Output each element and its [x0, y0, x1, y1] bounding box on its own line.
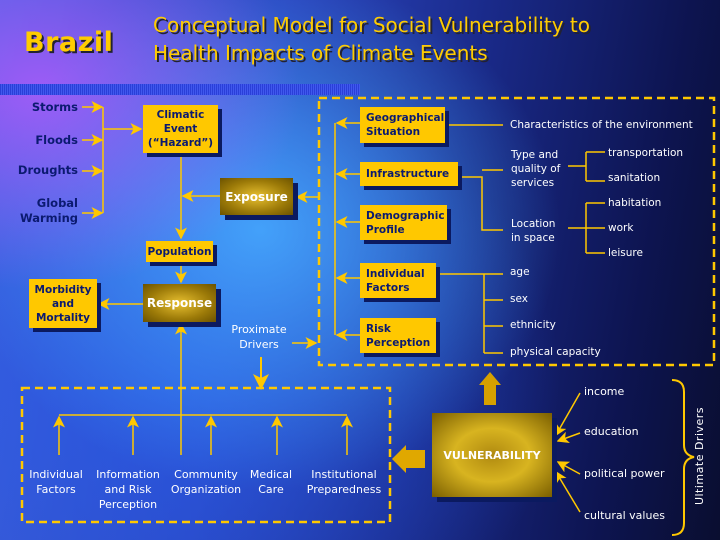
response-factor-community: Community Organization — [170, 468, 242, 496]
transportation-label: transportation — [608, 147, 684, 159]
connector-line — [436, 273, 503, 354]
habitation-label: habitation — [608, 197, 662, 209]
ultimate-cultural-values: cultural values — [584, 509, 665, 522]
page-title: Conceptual Model for Social Vulnerabilit… — [153, 11, 590, 67]
connector-line — [556, 461, 581, 475]
age-label: age — [510, 266, 530, 278]
environment-label: Characteristics of the environment — [510, 119, 693, 131]
response-group-frame — [20, 386, 392, 524]
ultimate-income: income — [584, 385, 625, 398]
connector-line — [568, 151, 605, 182]
geographical-situation-box: Geographical Situation — [360, 107, 445, 143]
hazard-floods: Floods — [35, 133, 78, 147]
response-factor-individual: Individual Factors — [29, 468, 83, 496]
title-line-2: Health Impacts of Climate Events — [153, 41, 488, 65]
location-label: Location in space — [511, 218, 556, 244]
vulnerability-left-arrow — [392, 445, 425, 473]
population-box: Population — [146, 241, 213, 262]
hazard-droughts: Droughts — [17, 163, 78, 177]
exposure-group-frame — [317, 96, 716, 367]
response-box: Response — [143, 284, 216, 322]
ultimate-political-power: political power — [584, 467, 665, 480]
work-label: work — [608, 222, 634, 234]
risk-perception-box: Risk Perception — [360, 318, 436, 353]
leisure-label: leisure — [608, 247, 643, 259]
country-label: Brazil — [24, 27, 114, 58]
connector-line — [555, 470, 581, 513]
connector-line — [460, 169, 503, 231]
decorative-band — [0, 84, 360, 95]
connector-line — [555, 392, 581, 437]
demographic-profile-box: Demographic Profile — [360, 205, 447, 240]
sex-label: sex — [510, 293, 528, 305]
connector-line — [568, 202, 605, 254]
vulnerability-box: VULNERABILITY — [432, 413, 552, 497]
ethnicity-label: ethnicity — [510, 319, 556, 331]
climatic-event-box: Climatic Event (“Hazard”) — [143, 105, 218, 153]
individual-factors-box: Individual Factors — [360, 263, 436, 298]
ultimate-brace — [671, 379, 695, 536]
infrastructure-box: Infrastructure — [360, 162, 458, 186]
connector-line — [556, 431, 581, 444]
ultimate-education: education — [584, 425, 639, 438]
exposure-box: Exposure — [220, 178, 293, 215]
services-label: Type and quality of services — [511, 149, 561, 189]
physical-capacity-label: physical capacity — [510, 346, 601, 358]
response-factor-medical: Medical Care — [249, 468, 293, 496]
response-factor-institutional: Institutional Preparedness — [306, 468, 382, 496]
hazard-global-warming: Global Warming — [19, 196, 78, 225]
hazard-storms: Storms — [31, 100, 78, 114]
sanitation-label: sanitation — [608, 172, 661, 184]
ultimate-drivers-label: Ultimate Drivers — [693, 406, 706, 506]
morbidity-mortality-box: Morbidity and Mortality — [29, 279, 97, 328]
proximate-drivers-label: Proximate Drivers — [231, 323, 287, 351]
title-line-1: Conceptual Model for Social Vulnerabilit… — [153, 13, 590, 37]
vulnerability-up-arrow — [479, 372, 501, 405]
response-factor-information: Information and Risk Perception — [96, 468, 160, 511]
